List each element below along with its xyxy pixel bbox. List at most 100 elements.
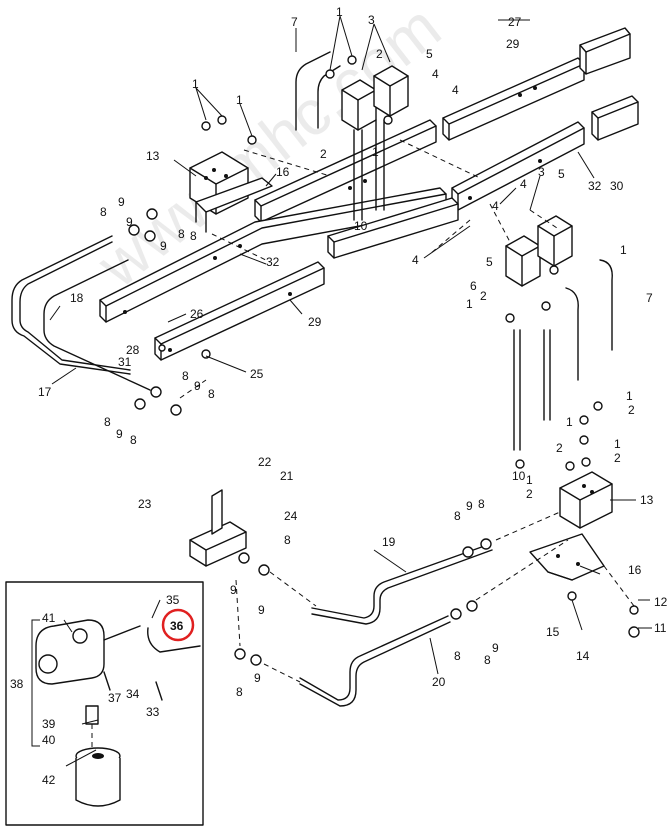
callout-10: 10	[354, 219, 368, 233]
callout-8: 8	[178, 227, 185, 241]
leader-lines	[49, 15, 652, 767]
rail-29-left	[154, 261, 325, 361]
callout-18: 18	[70, 291, 84, 305]
callout-8: 8	[236, 685, 243, 699]
callout-20: 20	[432, 675, 446, 689]
callout-32: 32	[588, 179, 602, 193]
callout-10: 10	[512, 469, 526, 483]
callout-11: 11	[654, 621, 667, 635]
callout-21: 21	[280, 469, 294, 483]
callout-42: 42	[42, 773, 56, 787]
callout-2: 2	[376, 47, 383, 61]
rail-middle-piece	[327, 197, 459, 259]
callout-13: 13	[146, 149, 160, 163]
callout-36: 36	[170, 619, 184, 633]
tube-7-right	[565, 259, 613, 381]
callout-9: 9	[466, 499, 473, 513]
hoses-10-upper	[353, 119, 385, 221]
callout-32: 32	[266, 255, 280, 269]
callout-2: 2	[320, 147, 327, 161]
callout-9: 9	[254, 671, 261, 685]
callout-2: 2	[614, 451, 621, 465]
callout-9: 9	[118, 195, 125, 209]
callout-9: 9	[258, 603, 265, 617]
callout-labels: 7 1 3 2 5 27 29 4 4 1 1 2 1 13 16 9 8 9 …	[10, 5, 668, 787]
fittings-cluster	[128, 55, 640, 666]
rail-end-block-upper	[579, 27, 631, 75]
callout-4: 4	[492, 199, 499, 213]
callout-4: 4	[520, 177, 527, 191]
callout-27: 27	[508, 15, 522, 29]
callout-9: 9	[126, 215, 133, 229]
callout-5: 5	[486, 255, 493, 269]
callout-31: 31	[118, 355, 132, 369]
callout-16: 16	[276, 165, 290, 179]
callout-28: 28	[126, 343, 140, 357]
tube-17	[43, 259, 151, 391]
callout-1: 1	[626, 389, 633, 403]
callout-5: 5	[426, 47, 433, 61]
highlight-circle-36	[161, 608, 195, 642]
rail-end-block-lower	[591, 95, 639, 141]
callout-8: 8	[454, 509, 461, 523]
callout-1: 1	[566, 415, 573, 429]
inset-detail-box	[5, 581, 204, 826]
callout-8: 8	[190, 229, 197, 243]
callout-41: 41	[42, 611, 56, 625]
callout-8: 8	[100, 205, 107, 219]
callout-7: 7	[291, 15, 298, 29]
callout-8: 8	[284, 533, 291, 547]
callout-12: 12	[654, 595, 668, 609]
callout-24: 24	[284, 509, 298, 523]
callout-1: 1	[620, 243, 627, 257]
dashed-leaders	[179, 139, 635, 683]
callout-14: 14	[576, 649, 590, 663]
callout-2: 2	[556, 441, 563, 455]
tube-19	[311, 543, 493, 625]
callout-1: 1	[466, 297, 473, 311]
callout-6: 6	[470, 279, 477, 293]
callout-29: 29	[308, 315, 322, 329]
callout-8: 8	[484, 653, 491, 667]
callout-8: 8	[208, 387, 215, 401]
callout-33: 33	[146, 705, 160, 719]
callout-19: 19	[382, 535, 396, 549]
callout-22: 22	[258, 455, 272, 469]
callout-1: 1	[526, 473, 533, 487]
callout-2: 2	[628, 403, 635, 417]
hoses-10-right	[513, 329, 551, 451]
valve-block-5-right-b	[537, 215, 573, 267]
callout-17: 17	[38, 385, 52, 399]
callout-2: 2	[526, 487, 533, 501]
callout-8: 8	[104, 415, 111, 429]
tube-20	[299, 615, 451, 707]
callout-8: 8	[454, 649, 461, 663]
callout-25: 25	[250, 367, 264, 381]
callout-2: 2	[480, 289, 487, 303]
callout-9: 9	[160, 239, 167, 253]
rail-27-29	[442, 57, 585, 141]
callout-23: 23	[138, 497, 152, 511]
callout-1: 1	[236, 93, 243, 107]
tube-18	[11, 235, 131, 375]
callout-16: 16	[628, 563, 642, 577]
callout-4: 4	[432, 67, 439, 81]
callout-4: 4	[452, 83, 459, 97]
tube-7-upper	[295, 51, 341, 131]
callout-7: 7	[646, 291, 653, 305]
callout-40: 40	[42, 733, 56, 747]
callout-9: 9	[194, 379, 201, 393]
callout-3: 3	[368, 13, 375, 27]
callout-4: 4	[412, 253, 419, 267]
callout-3: 3	[538, 165, 545, 179]
callout-34: 34	[126, 687, 140, 701]
valve-block-5-right-a	[505, 235, 541, 287]
callout-38: 38	[10, 677, 24, 691]
callout-8: 8	[478, 497, 485, 511]
callout-30: 30	[610, 179, 624, 193]
callout-39: 39	[42, 717, 56, 731]
valve-block-5-upper-b	[373, 65, 409, 117]
callout-37: 37	[108, 691, 122, 705]
callout-13: 13	[640, 493, 654, 507]
